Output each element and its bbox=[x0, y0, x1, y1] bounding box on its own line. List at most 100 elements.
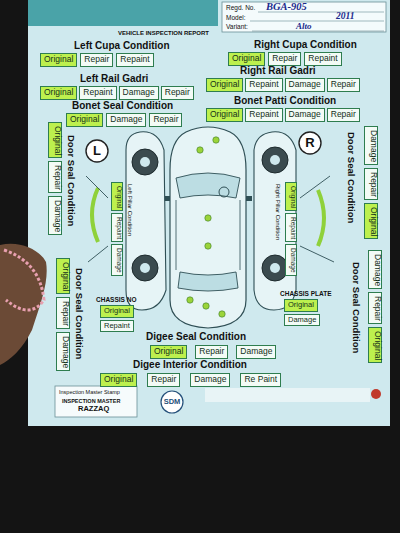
form-label: Inspection Master Stamp bbox=[59, 389, 120, 395]
form-label: Bonet Seal Condition bbox=[72, 100, 173, 112]
option-box: Damage bbox=[48, 196, 62, 235]
form-label: Left Rail Gadri bbox=[80, 73, 148, 85]
condition-dot bbox=[219, 311, 225, 317]
option-box: Repair bbox=[147, 373, 180, 387]
option-text: Damage bbox=[371, 254, 383, 286]
form-label: Door Seal Condition bbox=[350, 262, 361, 353]
option-box: Damage bbox=[106, 113, 146, 127]
option-text: Repair bbox=[199, 346, 224, 358]
option-text: Repaint bbox=[114, 217, 124, 239]
option-box: Damage bbox=[111, 244, 123, 276]
form-label: CHASSIS PLATE bbox=[280, 290, 332, 297]
door-bracket bbox=[92, 188, 98, 242]
option-text: Original bbox=[104, 306, 130, 317]
option-text: Repair bbox=[51, 165, 63, 190]
option-box: Original bbox=[66, 113, 103, 127]
form-label: Door Seal Condition bbox=[345, 132, 356, 223]
form-label: Left Pillar Condition bbox=[126, 184, 133, 236]
leader-arrows bbox=[86, 176, 334, 262]
form-label: BGA-905 bbox=[266, 1, 307, 13]
option-text: Original bbox=[210, 109, 239, 121]
condition-dot bbox=[213, 137, 219, 143]
form-label: L bbox=[93, 144, 101, 159]
option-box: Damage bbox=[285, 78, 325, 92]
option-box: Repair bbox=[327, 108, 360, 122]
form-label: RAZZAQ bbox=[78, 405, 109, 414]
option-box: Repaint bbox=[245, 108, 282, 122]
option-box: Damage bbox=[119, 86, 159, 100]
option-text: Original bbox=[232, 53, 261, 65]
form-label: VEHICLE INSPECTION REPORT bbox=[118, 30, 209, 37]
option-text: Original bbox=[104, 374, 133, 386]
option-box: Original bbox=[100, 305, 134, 318]
option-box: Original bbox=[111, 182, 123, 211]
leader-line bbox=[86, 176, 108, 198]
option-text: Repaint bbox=[308, 53, 337, 65]
option-text: Repaint bbox=[83, 87, 112, 99]
option-box: Repair bbox=[364, 168, 378, 200]
option-text: Original bbox=[70, 114, 99, 126]
form-label: Regd. No. bbox=[226, 4, 255, 11]
form-label: Right Pillar Condition bbox=[274, 184, 281, 240]
option-text: Original bbox=[288, 186, 298, 208]
option-box: Repair bbox=[48, 161, 62, 193]
condition-dot bbox=[197, 147, 203, 153]
roof-line bbox=[176, 200, 177, 270]
option-text: Repaint bbox=[288, 217, 298, 239]
form-label: Door Seal Condition bbox=[73, 268, 84, 359]
option-text: Original bbox=[367, 207, 379, 236]
wheel bbox=[132, 255, 158, 281]
option-box: Damage bbox=[285, 244, 297, 276]
option-text: Damage bbox=[289, 109, 321, 121]
condition-dot bbox=[205, 215, 211, 221]
option-text: Original bbox=[371, 331, 383, 360]
wheel-hub bbox=[140, 157, 150, 167]
option-text: Repair bbox=[272, 53, 297, 65]
option-box: Original bbox=[206, 78, 243, 92]
form-label: Door Seal Condition bbox=[65, 135, 76, 226]
wheel bbox=[132, 149, 158, 175]
form-label: SDM bbox=[164, 398, 181, 407]
option-box: Repaint bbox=[111, 213, 123, 242]
leader-line bbox=[88, 246, 108, 262]
option-text: Repaint bbox=[249, 79, 278, 91]
option-box: Repaint bbox=[79, 86, 116, 100]
option-text: Damage bbox=[123, 87, 155, 99]
option-box: Damage bbox=[285, 108, 325, 122]
option-text: Damage bbox=[110, 114, 142, 126]
option-box: Re Paint bbox=[240, 373, 281, 387]
option-box: Original bbox=[285, 182, 297, 211]
option-text: Repair bbox=[331, 79, 356, 91]
form-label: R bbox=[305, 136, 314, 151]
side-mirror bbox=[246, 196, 252, 201]
form-label: Digee Interior Condition bbox=[133, 359, 247, 371]
option-text: Damage bbox=[289, 79, 321, 91]
option-text: Damage bbox=[367, 130, 379, 162]
wheel-hub bbox=[270, 155, 280, 165]
windshield bbox=[176, 173, 240, 198]
option-box: Repaint bbox=[245, 78, 282, 92]
stamp-box bbox=[55, 386, 137, 417]
option-box: Original bbox=[48, 122, 62, 158]
option-text: Damage bbox=[194, 374, 226, 386]
option-box: Damage bbox=[368, 250, 382, 289]
option-box: Repaint bbox=[116, 53, 153, 67]
urdu-note-strip bbox=[205, 388, 370, 402]
option-text: Damage bbox=[288, 248, 298, 273]
condition-dot bbox=[187, 297, 193, 303]
option-text: Original bbox=[44, 54, 73, 66]
option-box: Original bbox=[228, 52, 265, 66]
option-text: Repair bbox=[84, 54, 109, 66]
option-text: Damage bbox=[288, 315, 316, 326]
option-text: Repaint bbox=[120, 54, 149, 66]
option-box: Repair bbox=[56, 297, 70, 329]
option-text: Repair bbox=[371, 296, 383, 321]
option-text: Re Paint bbox=[244, 374, 277, 386]
option-box: Repair bbox=[368, 292, 382, 324]
option-text: Repair bbox=[367, 172, 379, 197]
report-card bbox=[28, 0, 390, 426]
option-text: Original bbox=[51, 126, 63, 155]
form-line bbox=[252, 31, 384, 32]
form-label: CHASSIS NO bbox=[96, 296, 136, 303]
